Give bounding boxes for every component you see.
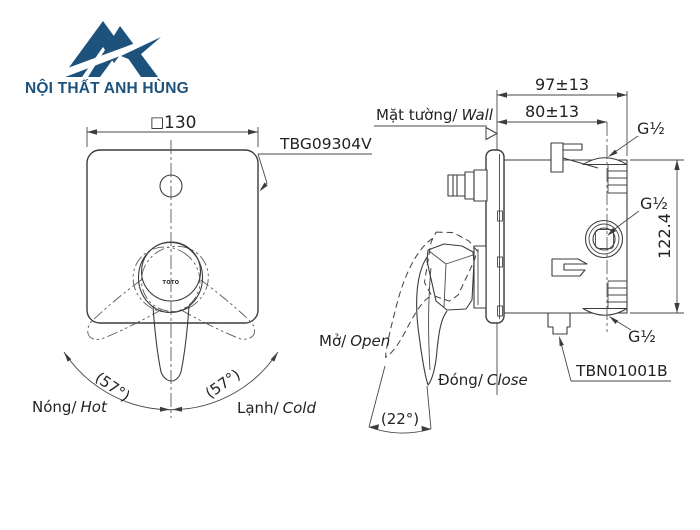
thread-callout-bottom: G½ [609,316,656,346]
logo-mark [54,21,161,79]
width-dimension: □ 130 [86,113,259,147]
total-depth-dimension: 97±13 [497,75,628,156]
stop-valve-knob [447,169,488,202]
side-outlet [584,219,624,259]
handle-phantom-left [87,245,209,340]
brand-logo: NỘI THẤT ANH HÙNG [25,21,189,97]
thread-top-text: G½ [637,119,665,138]
handle-cartridge [473,245,487,309]
open-label: Mở/Open [319,332,390,350]
angle-cold-text: (57°) [202,366,244,403]
width-dim-text: 130 [164,113,196,133]
wall-callout: Mặt tường/Wall [374,106,499,141]
top-thread [607,164,627,194]
thread-bottom-text: G½ [628,327,656,346]
height-dimension: 122.4 [630,159,684,314]
top-outlet-flange [582,157,628,166]
brand-name: NỘI THẤT ANH HÙNG [25,79,189,97]
bottom-outlet-flange [582,307,628,316]
close-label: Đóng/Close [438,371,528,389]
open-angle-text: (22°) [381,410,419,428]
front-product-code: TBG09304V [279,135,372,153]
front-view: TOTO □ 130 (57°) (57°) Nóng/Hot Lạnh/Col… [32,113,372,418]
middle-bracket [551,258,588,277]
rough-in-text: 80±13 [525,102,579,121]
wall-arrow [485,126,499,141]
front-plate [86,149,259,324]
thread-callout-middle: G½ [607,194,668,236]
cold-label: Lạnh/Cold [237,399,316,417]
bottom-thread [607,280,627,309]
hot-label: Nóng/Hot [32,398,108,416]
side-view: Mặt tường/Wall 97±13 80±13 122.4 [319,75,684,434]
side-code-callout: TBN01001B [559,336,671,382]
thread-middle-text: G½ [640,194,668,213]
rough-in-dimension: 80±13 [497,102,607,125]
open-angle-dimension: (22°) [368,365,432,434]
bottom-tab [547,313,571,335]
valve-body [503,142,628,335]
side-plate [485,149,505,324]
wall-label: Mặt tường/Wall [376,106,494,124]
side-handle-closed [416,243,475,386]
thread-callout-top: G½ [608,119,665,157]
height-dim-text: 122.4 [655,213,674,259]
side-product-code: TBN01001B [575,362,668,380]
handle-phantom-right [132,246,255,340]
side-handle-open [385,231,478,358]
square-symbol: □ [150,113,164,131]
front-code-callout: TBG09304V [257,135,372,192]
total-depth-text: 97±13 [535,75,589,94]
top-bracket [550,142,599,173]
